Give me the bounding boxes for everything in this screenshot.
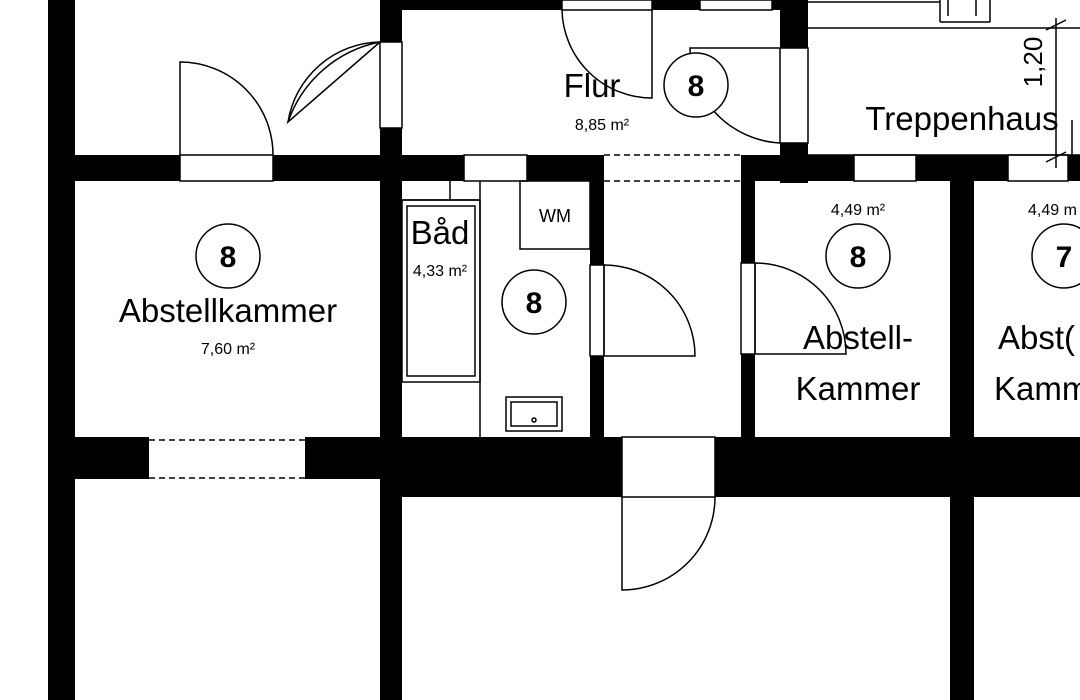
wall-left-outer	[48, 0, 75, 700]
room-name-treppenhaus: Treppenhaus	[865, 100, 1058, 137]
wall-lower-left-a	[48, 437, 149, 479]
door-swing-top-left	[179, 61, 274, 156]
wall-lower-mid-a	[380, 437, 622, 497]
room-name-bad: Båd	[411, 214, 470, 251]
badge-circle-abstell-1	[825, 223, 891, 289]
wall-mid-top-a	[380, 0, 402, 42]
room-area-abstell-1: 4,49 m²	[831, 202, 886, 219]
sink-inner	[510, 401, 558, 427]
wall-top-left-b	[273, 155, 401, 181]
walls	[48, 0, 1080, 700]
wall-flur-top-a	[380, 0, 562, 10]
badge-circle-flur	[663, 52, 729, 118]
door-frame-flur-top	[561, 0, 653, 11]
badge-number-abstellkammer: 8	[220, 241, 237, 274]
wall-flur-right	[780, 0, 808, 48]
badge-circle-abstellkammer	[195, 223, 261, 289]
door-swing-flur-top	[561, 9, 653, 99]
washer-box	[519, 180, 591, 250]
room-name-flur: Flur	[564, 67, 621, 104]
room-name-abstell-1-line1: Abstell-	[803, 319, 913, 356]
wall-flur-bottom-d	[916, 155, 1008, 181]
sink-drain	[531, 417, 537, 423]
badge-number-bad: 8	[526, 287, 543, 320]
wall-mid-vertical	[380, 128, 402, 700]
washer-label: WM	[539, 206, 571, 226]
thin-lines	[149, 0, 1080, 591]
room-area-abstellkammer: 7,60 m²	[201, 341, 256, 358]
wall-flur-top-b	[652, 0, 700, 10]
door-swing-lower	[621, 496, 716, 591]
wall-corridor-right-b	[741, 354, 755, 441]
window-bad	[463, 154, 528, 182]
room-name-abstell-1-line2: Kammer	[796, 370, 921, 407]
wall-flur-bottom-b	[527, 155, 604, 181]
door-frame-treppe	[779, 47, 809, 144]
room-area-flur: 8,85 m²	[575, 117, 630, 134]
dimension-tick-bottom	[1045, 151, 1067, 163]
wall-flur-bottom-e	[1068, 155, 1080, 181]
bathtub-outer	[401, 199, 481, 383]
window-flur-top	[699, 0, 773, 11]
sink-outer	[505, 396, 563, 432]
wall-top-left-a	[48, 155, 180, 181]
dimension-tick-top	[1045, 19, 1067, 31]
room-name-abstell-2-line2: Kamm	[994, 370, 1080, 407]
door-arc-mid	[287, 41, 381, 123]
door-frame-top-left	[179, 154, 274, 182]
badge-number-flur: 8	[688, 70, 705, 103]
badge-number-abstell-2: 7	[1056, 241, 1073, 274]
wall-flur-bottom-a	[380, 155, 464, 181]
wall-corridor-right-a	[741, 181, 755, 263]
door-frame-lower	[621, 436, 716, 498]
badge-circle-bad	[501, 269, 567, 335]
room-area-abstell-2: 4,49 m	[1028, 202, 1077, 219]
wall-flur-corner	[780, 143, 808, 183]
door-frame-mid	[379, 41, 403, 129]
room-area-bad: 4,33 m²	[413, 263, 468, 280]
door-swing-corridor	[603, 264, 696, 357]
dimension-label: 1,20	[1018, 37, 1048, 88]
badge-number-abstell-1: 8	[850, 241, 867, 274]
wall-corridor-left-a	[590, 181, 604, 265]
wall-lower-mid-b	[715, 437, 1080, 497]
door-swing-abstell	[754, 262, 847, 355]
room-name-abstellkammer: Abstellkammer	[119, 292, 337, 329]
room-badges	[195, 52, 1080, 335]
room-name-abstell-2-line1: Abst(	[998, 319, 1075, 356]
bathtub-inner	[406, 205, 476, 377]
door-swing-mid	[286, 41, 381, 125]
badge-circle-abstell-2	[1031, 223, 1080, 289]
wall-corridor-left-b	[590, 356, 604, 441]
labels: Flur 8,85 m² 8 Treppenhaus 1,20 8 Abstel…	[119, 37, 1080, 407]
